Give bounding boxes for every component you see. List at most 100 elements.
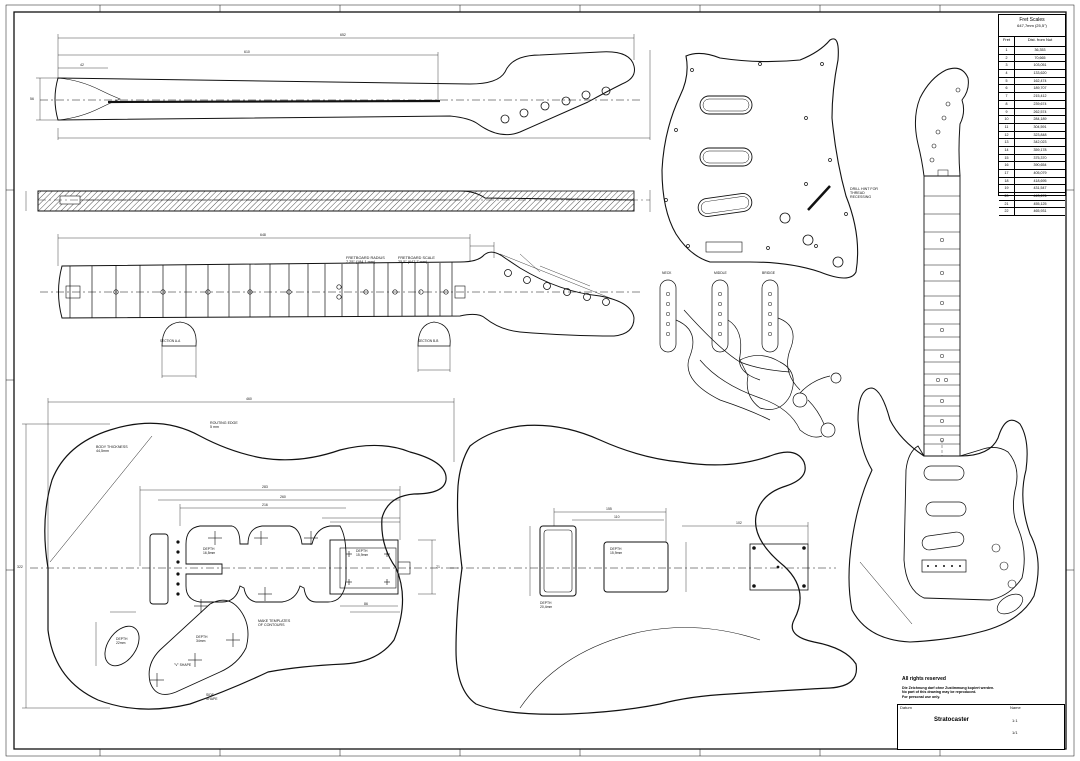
fret-number: 12 — [999, 131, 1015, 139]
fret-table-row: 14 359,178 — [999, 146, 1065, 155]
dist-col-header: Dist. from Nut — [1027, 37, 1053, 42]
fret-number: 7 — [999, 93, 1015, 100]
fret-number: 18 — [999, 177, 1015, 185]
pickup-wiring-diagram — [659, 279, 842, 438]
fret-table-header: Fret Scales 647,7mm (25,5") — [999, 15, 1065, 37]
pickup-middle-label: MIDDLE — [714, 271, 727, 275]
fret-table-row: 13 342,023 — [999, 139, 1065, 147]
border-ticks — [6, 5, 1074, 756]
outer-border — [5, 4, 1075, 757]
fret-table-row: 3 103,051 — [999, 62, 1065, 71]
title-block-cell-date: Datum — [900, 705, 912, 710]
fret-table-row: 16 390,654 — [999, 162, 1065, 170]
fretboard-scale-label: FRETBOARD SCALE 25,5" (647,7 mm) — [398, 256, 435, 265]
dim-pickup-height: 71 — [436, 565, 440, 569]
fret-table-row: 8 239,674 — [999, 100, 1065, 109]
dim-body-length: 460 — [246, 397, 252, 401]
fret-distance: 215,412 — [1033, 94, 1047, 99]
note-line-3: For personal use only. — [902, 694, 941, 699]
fret-number: 13 — [999, 139, 1015, 146]
assembled-guitar-view — [848, 67, 1039, 643]
fret-distance: 284,189 — [1033, 117, 1047, 122]
fret-distance: 133,620 — [1033, 71, 1047, 76]
dim-neck-width: 56 — [30, 97, 34, 101]
fret-number: 14 — [999, 146, 1015, 154]
fret-scale-table: Fret Scales 647,7mm (25,5") Fret Dist. f… — [998, 14, 1066, 217]
depth-back-label: DEPTH 15,9mm — [610, 547, 623, 555]
rights-reserved-text: All rights reserved — [902, 676, 946, 682]
fret-table-row: 5 162,474 — [999, 77, 1065, 86]
fret-distance: 390,654 — [1033, 163, 1047, 168]
depth-control-label: DEPTH 34mm — [196, 635, 208, 643]
fret-number: 5 — [999, 77, 1015, 85]
fret-distance: 465,931 — [1033, 209, 1047, 214]
dim-body-width: 322 — [17, 565, 23, 569]
fret-col-header: Fret — [999, 37, 1015, 46]
drill-hint-label: DRILL HINT FOR THREAD RECESSING — [850, 187, 878, 199]
fret-number: 22 — [999, 208, 1015, 216]
sheet-border — [13, 11, 1067, 750]
fret-distance: 36,353 — [1034, 48, 1046, 52]
fret-distance: 359,178 — [1033, 147, 1047, 152]
fret-table-row: 22 465,931 — [999, 208, 1065, 217]
fret-distance: 443,676 — [1033, 194, 1047, 199]
body-thickness-label: BODY THICKNESS 44,5mm — [96, 445, 128, 453]
depth-spring-label: DEPTH 20,4mm — [540, 601, 553, 609]
dim-route-1: 283 — [262, 485, 268, 489]
fret-table-column-headers: Fret Dist. from Nut — [999, 37, 1065, 47]
fret-table-row: 20 443,676 — [999, 193, 1065, 201]
fret-distance: 103,051 — [1033, 63, 1047, 68]
dim-neck-head: 42 — [80, 63, 84, 67]
fret-distance: 162,474 — [1033, 78, 1047, 83]
fret-number: 3 — [999, 62, 1015, 70]
side-shape-label: SIDE SHAPE — [206, 693, 218, 701]
pickguard — [661, 38, 859, 279]
note-line-1: Die Zeichnung darf ohne Zustimmung kopie… — [902, 686, 995, 690]
routing-label: ROUTING EDGE 5 mm — [210, 421, 238, 429]
rights-notes: All rights reserved Die Zeichnung darf o… — [902, 676, 1062, 699]
fret-distance: 323,848 — [1033, 132, 1047, 137]
pickup-neck-label: NECK — [662, 271, 672, 275]
depth-trem-label: DEPTH 15,9mm — [356, 549, 369, 557]
fret-table-row: 7 215,412 — [999, 93, 1065, 101]
dim-back-3: 102 — [736, 521, 742, 525]
fret-number: 15 — [999, 154, 1015, 162]
note-line-2: No part of this drawing may be reproduce… — [902, 690, 977, 695]
dim-neck-inner: 610 — [244, 50, 250, 54]
dim-pickup-width: 86 — [364, 602, 368, 606]
fret-distance: 262,574 — [1033, 109, 1047, 114]
neck-side-section — [25, 190, 651, 212]
fret-table-title: Fret Scales — [1019, 17, 1045, 23]
fret-number: 8 — [999, 100, 1015, 108]
fret-number: 20 — [999, 193, 1015, 200]
fret-distance: 239,674 — [1033, 101, 1047, 106]
fret-number: 10 — [999, 116, 1015, 123]
body-back — [450, 424, 858, 715]
fret-distance: 418,695 — [1033, 178, 1047, 183]
fret-number: 9 — [999, 108, 1015, 116]
fret-number: 2 — [999, 54, 1015, 62]
depth-pickup-label: DEPTH 16,5mm — [203, 547, 216, 555]
dim-route-3: 216 — [262, 503, 268, 507]
fret-distance: 455,125 — [1033, 201, 1047, 206]
make-templates-label: MAKE TEMPLATES OF CONTOURS — [258, 619, 291, 627]
title-block-cell-name: Name — [1010, 705, 1021, 710]
fret-distance: 342,023 — [1033, 140, 1047, 145]
dim-route-2: 260 — [280, 495, 286, 499]
fret-table-subtitle: 647,7mm (25,5") — [1017, 23, 1047, 28]
fret-table-row: 10 284,189 — [999, 116, 1065, 124]
body-front — [22, 398, 460, 710]
fret-distance: 70,665 — [1034, 55, 1046, 60]
title-block-scale: 1:1 — [1012, 718, 1018, 723]
section-a-label: SECTION A-A — [160, 339, 181, 343]
dim-fretboard-length: 648 — [260, 233, 266, 237]
fret-number: 16 — [999, 162, 1015, 169]
fret-distance: 189,707 — [1033, 86, 1047, 91]
section-b-label: SECTION B-B — [418, 339, 439, 343]
